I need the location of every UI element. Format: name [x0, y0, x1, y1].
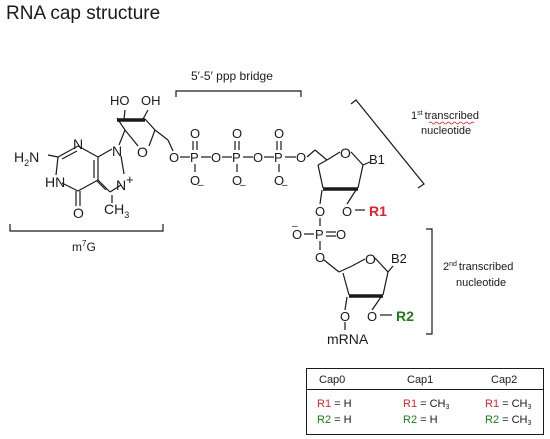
svg-text:–: – — [198, 180, 204, 191]
cap-column-cap2: Cap2 R1 = CH3 R2 = CH3 — [485, 369, 543, 434]
n7-plus: + — [126, 172, 134, 187]
cap-column-cap0: Cap0 R1 = H R2 = H — [317, 369, 387, 434]
m7g-ribose — [116, 109, 174, 152]
linking-phosphate: P O – O O — [292, 218, 346, 273]
first-nucleotide-ribose — [314, 149, 371, 211]
svg-text:O: O — [274, 173, 284, 188]
cap-column-cap1: Cap1 R1 = CH3 R2 = H — [403, 369, 473, 434]
n9-label: N — [112, 143, 122, 159]
first-nt-label-line2: nucleotide — [421, 125, 471, 137]
ring-o1-label: O — [340, 145, 351, 161]
cap1-header: Cap1 — [407, 374, 434, 386]
svg-text:O: O — [336, 227, 346, 242]
carbonyl-o-label: O — [73, 205, 84, 221]
bridge-bracket — [175, 90, 302, 97]
cap0-r2: R2 = H — [317, 414, 352, 426]
cap1-r2: R2 = H — [403, 414, 438, 426]
svg-text:–: – — [292, 221, 298, 232]
ribose-o-label: O — [137, 144, 148, 160]
svg-text:P: P — [274, 150, 283, 165]
cap2-header: Cap2 — [491, 374, 518, 386]
svg-text:–: – — [240, 180, 246, 191]
diagram-title: RNA cap structure — [6, 3, 161, 24]
mrna-label: mRNA — [327, 331, 369, 347]
svg-text:O: O — [296, 150, 306, 165]
cap2-r2: R2 = CH3 — [485, 414, 532, 427]
spellcheck-underline — [428, 121, 475, 125]
svg-text:O: O — [190, 173, 200, 188]
o2-first-label: O — [342, 204, 352, 219]
first-nt-bracket — [350, 99, 425, 189]
ho-label: HO — [110, 93, 130, 108]
cap-type-table: Cap0 R1 = H R2 = H Cap1 R1 = CH3 R2 = H … — [306, 368, 544, 435]
b1-label: B1 — [369, 152, 385, 167]
o2-second-label: O — [367, 309, 377, 324]
svg-text:O: O — [292, 227, 302, 242]
cap1-r1: R1 = CH3 — [403, 398, 450, 411]
r1-label: R1 — [369, 203, 387, 219]
svg-text:O: O — [169, 150, 179, 165]
r2-label: R2 — [396, 308, 414, 324]
bridge-label: 5′-5′ ppp bridge — [191, 69, 273, 83]
second-nucleotide-ribose — [338, 257, 394, 330]
o3-second-label: O — [340, 309, 350, 324]
hn-label: HN — [45, 174, 65, 190]
svg-text:O: O — [232, 126, 242, 141]
ch3-label: CH3 — [104, 201, 129, 220]
svg-text:P: P — [315, 227, 324, 242]
oh-label: OH — [141, 93, 161, 108]
b2-label: B2 — [391, 251, 407, 266]
second-nt-label-line2: nucleotide — [456, 277, 506, 289]
o3-first-label: O — [315, 204, 325, 219]
m7g-bracket — [9, 224, 164, 232]
m7g-label: m7G — [72, 239, 96, 254]
cap0-header: Cap0 — [319, 374, 346, 386]
svg-text:O: O — [190, 126, 200, 141]
n3-label: N — [73, 136, 83, 152]
svg-text:O: O — [211, 150, 221, 165]
h2n-label: H2N — [14, 149, 39, 168]
svg-text:O: O — [232, 173, 242, 188]
svg-text:–: – — [282, 180, 288, 191]
cap0-r1: R1 = H — [317, 398, 352, 410]
cap-table-header-row — [307, 369, 543, 390]
svg-text:P: P — [190, 150, 199, 165]
svg-text:P: P — [232, 150, 241, 165]
svg-text:O: O — [253, 150, 263, 165]
triphosphate-chain: O P O P O P O O O O O – O – O – — [169, 126, 316, 191]
second-nt-bracket — [426, 228, 433, 335]
guanine-base — [47, 129, 126, 206]
svg-text:O: O — [274, 126, 284, 141]
svg-text:O: O — [315, 250, 325, 265]
ring-o2-label: O — [365, 251, 376, 267]
cap2-r1: R1 = CH3 — [485, 398, 532, 411]
n7-label: N — [116, 177, 126, 193]
